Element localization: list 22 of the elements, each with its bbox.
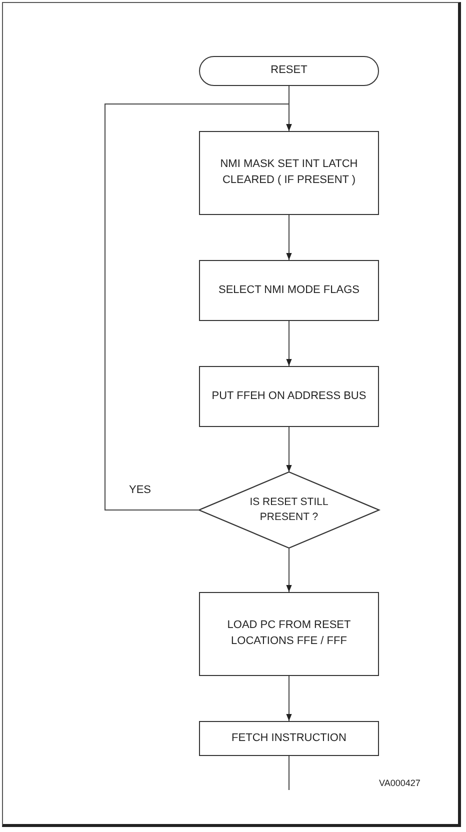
arrow [104,104,292,510]
decision-diamond [197,471,381,549]
box-text: PUT FFEH ON ADDRESS BUS [212,388,366,404]
process-box [199,592,379,676]
terminal-box [199,56,379,86]
box-text: SELECT NMI MODE FLAGS [218,282,360,298]
arrow [286,426,292,472]
arrow [286,548,292,592]
process-box [199,260,379,321]
box-text: LOAD PC FROM RESET LOCATIONS FFE / FFF [226,618,352,649]
box-text: RESET [270,63,308,78]
arrow [286,676,292,722]
process-box [199,721,379,756]
box-text: NMI MASK SET INT LATCH CLEARED ( IF PRESENT ) [219,157,359,188]
figure-code: VA000427 [379,778,420,788]
arrow [286,320,292,366]
arrow [286,214,292,260]
process-box [199,131,379,215]
process-box [199,366,379,427]
decision-text: IS RESET STILL PRESENT ? [248,494,330,525]
edge-label: YES [128,484,152,496]
box-text: FETCH INSTRUCTION [232,730,346,746]
